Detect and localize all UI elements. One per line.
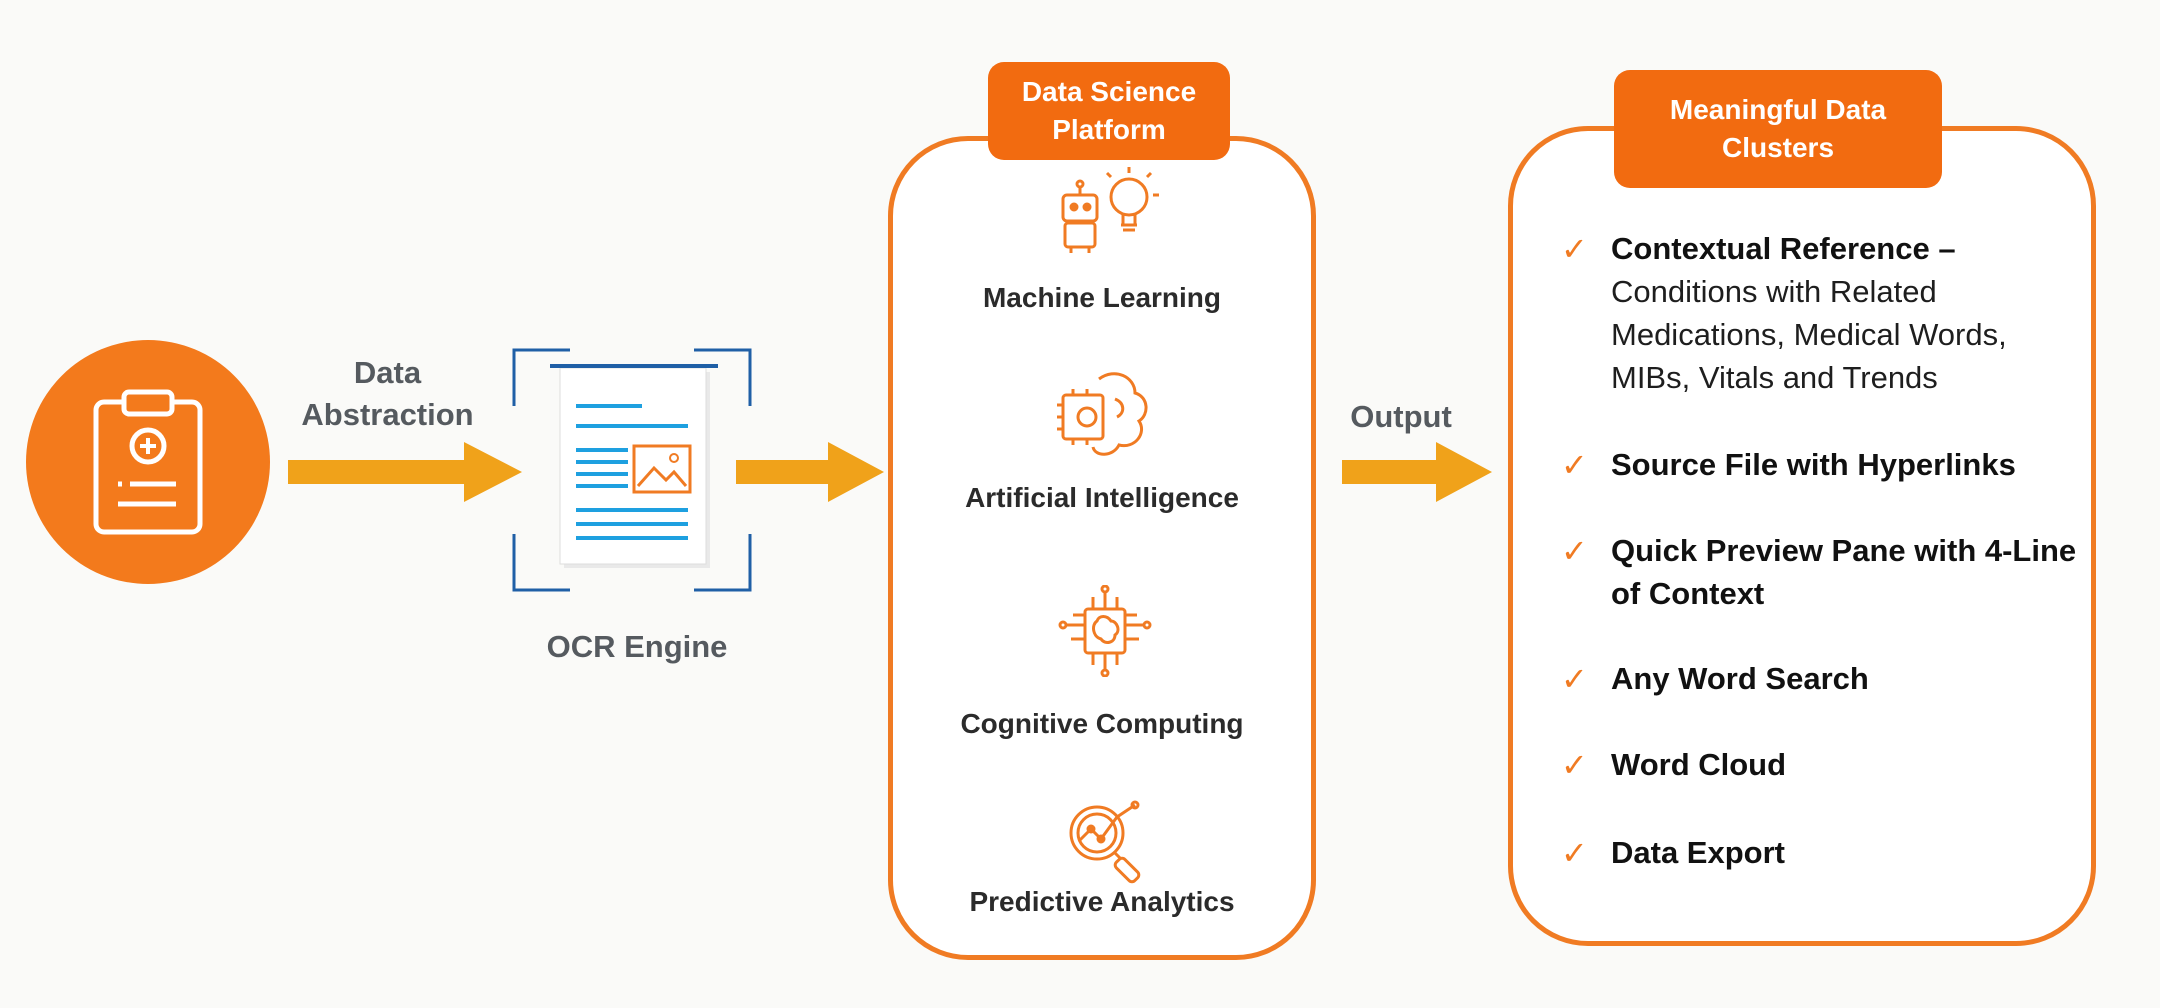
check-icon: ✓ bbox=[1561, 230, 1588, 268]
cluster-item-detail-line1: Conditions with Related bbox=[1611, 274, 1937, 309]
meaningful-data-clusters-panel: ✓ Contextual Reference – Conditions with… bbox=[1508, 126, 2096, 946]
ocr-engine-label: OCR Engine bbox=[546, 629, 728, 664]
cluster-item-title-line2: of Context bbox=[1611, 576, 1765, 611]
cluster-item-title: Word Cloud bbox=[1611, 747, 1787, 782]
data-science-platform-panel: Machine Learning Artificial Intelligence bbox=[888, 136, 1316, 960]
clipboard-medical-icon bbox=[93, 389, 203, 535]
platform-item-predictive-analytics: Predictive Analytics bbox=[969, 886, 1235, 917]
platform-title-line1: Data Science bbox=[1021, 76, 1197, 107]
brain-chip-icon bbox=[1057, 372, 1148, 456]
check-icon: ✓ bbox=[1561, 746, 1588, 784]
source-circle bbox=[26, 340, 270, 584]
arrow-ocr-to-platform bbox=[736, 442, 884, 502]
cluster-item-title: Source File with Hyperlinks bbox=[1611, 447, 2016, 482]
platform-item-machine-learning: Machine Learning bbox=[982, 282, 1222, 313]
cluster-item-title: Any Word Search bbox=[1611, 661, 1869, 696]
arrow-output bbox=[1342, 442, 1492, 502]
arrow-abstraction bbox=[288, 442, 522, 502]
circuit-brain-icon bbox=[1058, 585, 1152, 677]
meaningful-data-clusters-title: Meaningful Data Clusters bbox=[1614, 70, 1942, 188]
check-icon: ✓ bbox=[1561, 446, 1588, 484]
platform-item-cognitive-computing: Cognitive Computing bbox=[960, 708, 1244, 739]
platform-title-line2: Platform bbox=[1052, 114, 1166, 145]
data-abstraction-line1: Data bbox=[353, 355, 422, 390]
ocr-engine-graphic bbox=[510, 346, 754, 594]
cluster-item-title: Contextual Reference – bbox=[1611, 231, 1956, 266]
clusters-title-line2: Clusters bbox=[1721, 132, 1835, 163]
data-science-platform-title: Data Science Platform bbox=[988, 62, 1230, 160]
cluster-item-detail-line3: MIBs, Vitals and Trends bbox=[1611, 360, 1938, 395]
check-icon: ✓ bbox=[1561, 660, 1588, 698]
data-abstraction-line2: Abstraction bbox=[301, 397, 474, 432]
output-label: Output bbox=[1350, 399, 1452, 434]
cluster-item-title: Data Export bbox=[1611, 835, 1785, 870]
check-icon: ✓ bbox=[1561, 532, 1588, 570]
cluster-item-title-line1: Quick Preview Pane with 4-Line bbox=[1611, 533, 2077, 568]
magnifier-chart-icon bbox=[1069, 800, 1141, 884]
clusters-title-line1: Meaningful Data bbox=[1669, 94, 1887, 125]
data-abstraction-label: Data Abstraction bbox=[290, 352, 485, 436]
ocr-document-icon bbox=[512, 348, 752, 592]
platform-item-artificial-intelligence: Artificial Intelligence bbox=[965, 482, 1239, 513]
cluster-item-detail-line2: Medications, Medical Words, bbox=[1611, 317, 2007, 352]
check-icon: ✓ bbox=[1561, 834, 1588, 872]
robot-lightbulb-icon bbox=[1061, 167, 1159, 253]
